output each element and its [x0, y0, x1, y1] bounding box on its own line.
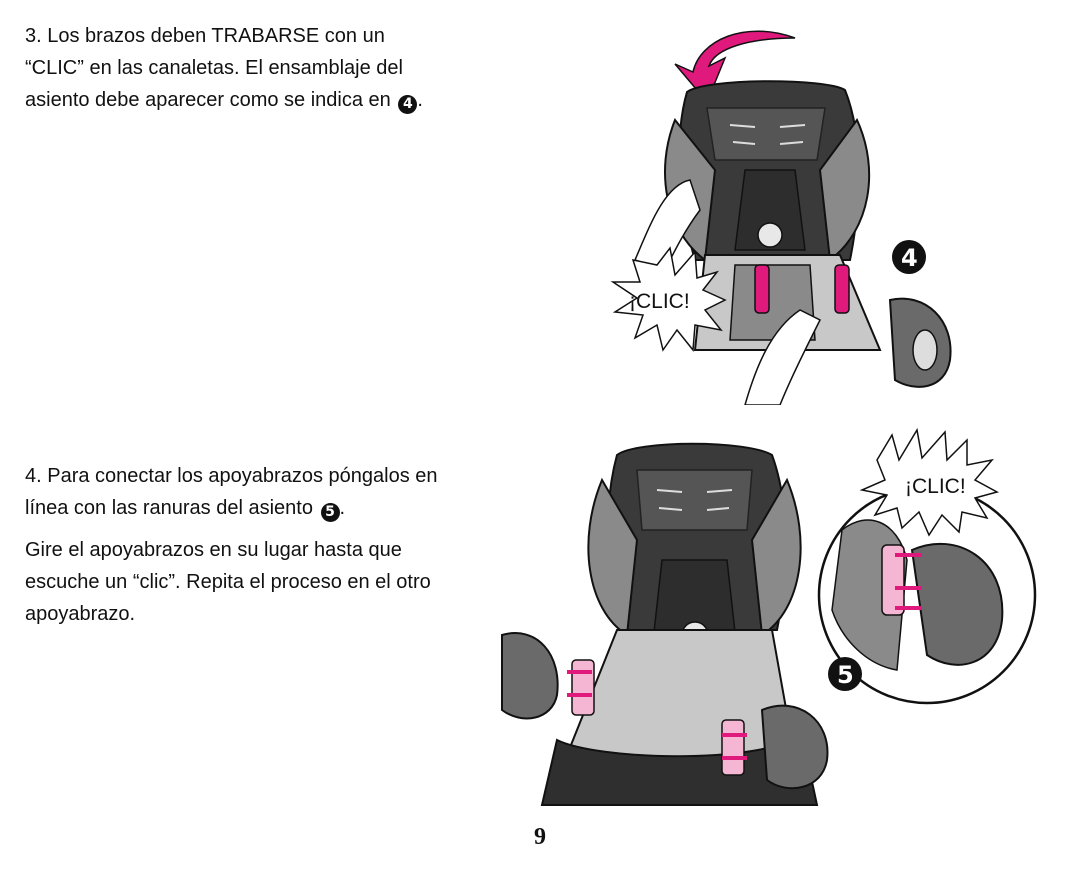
- step3-line1: 3. Los brazos deben TRABARSE con un: [25, 25, 385, 47]
- step4-line5: apoyabrazo.: [25, 603, 136, 625]
- figure-ref-5-icon: 5: [320, 503, 340, 522]
- rotate-arrow-icon: [674, 30, 796, 104]
- figure-4-badge: 4: [892, 240, 926, 274]
- svg-text:4: 4: [901, 244, 918, 272]
- clic-label-5: ¡CLIC!: [905, 475, 966, 498]
- step4-line4: escuche un “clic”. Repita el proceso en …: [25, 571, 431, 593]
- step4-line2: línea con las ranuras del asiento 5.: [25, 497, 346, 522]
- clic-burst: [610, 246, 727, 352]
- step3-text: 3. Los brazos deben TRABARSE con un “CLI…: [25, 20, 423, 116]
- clic-label-4: ¡CLIC!: [629, 290, 690, 313]
- step3-line2: “CLIC” en las canaletas. El ensamblaje d…: [25, 57, 403, 79]
- page-number: 9: [534, 824, 546, 850]
- figure-ref-4-icon: 4: [398, 95, 418, 114]
- svg-text:5: 5: [837, 661, 854, 689]
- step4-text: 4. Para conectar los apoyabrazos póngalo…: [25, 460, 438, 630]
- clic-burst: [859, 427, 999, 537]
- step4-line3: Gire el apoyabrazos en su lugar hasta qu…: [25, 539, 402, 561]
- figure-5-illustration: ¡CLIC! 5: [501, 427, 1037, 806]
- step3-line3: asiento debe aparecer como se indica en …: [25, 89, 423, 114]
- step4-line1: 4. Para conectar los apoyabrazos póngalo…: [25, 465, 438, 487]
- figure-5-badge: 5: [828, 657, 862, 691]
- figure-4-illustration: ¡CLIC! 4: [610, 30, 952, 405]
